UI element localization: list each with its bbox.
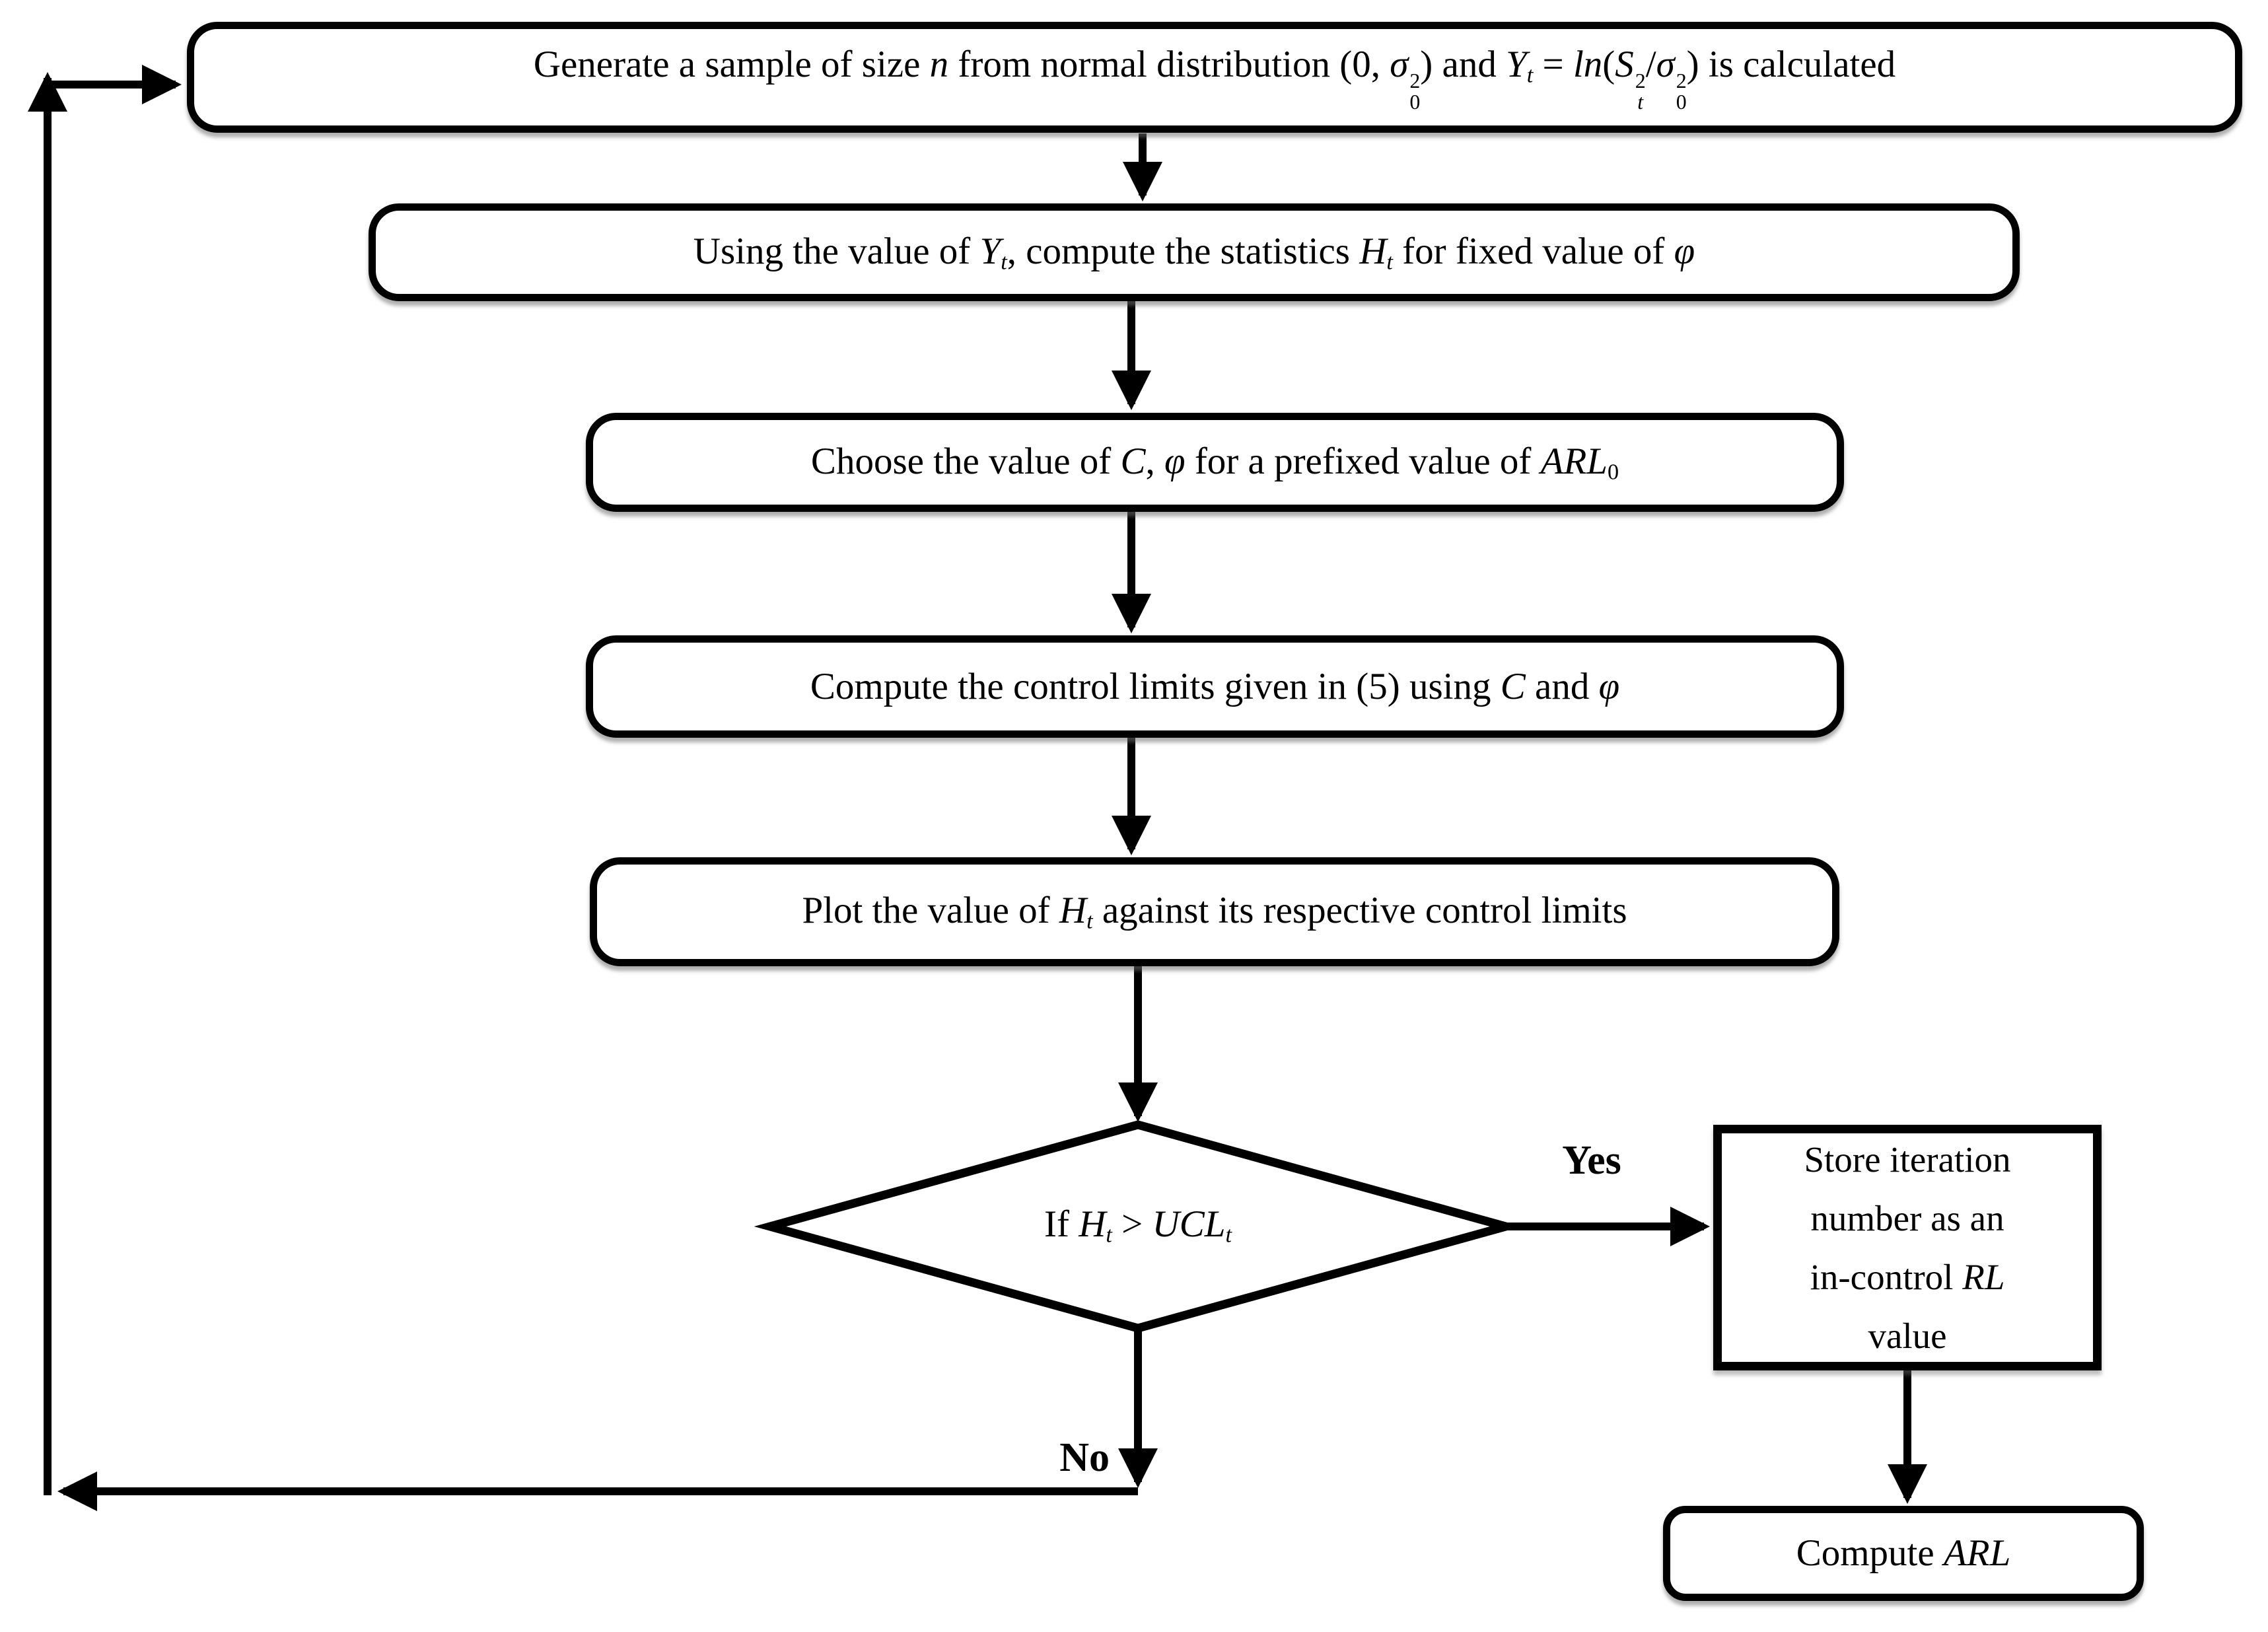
store-line-2: number as an	[1810, 1197, 2004, 1238]
store-line-3: in-control RL	[1810, 1257, 2005, 1297]
process-box-choose-c-phi: Choose the value of C, φ for a prefixed …	[586, 413, 1844, 512]
label-no: No	[1059, 1435, 1110, 1480]
process-box-plot-statistic: Plot the value of Ht against its respect…	[590, 857, 1839, 966]
store-line-1: Store iteration	[1804, 1139, 2011, 1180]
process-box-generate-sample: Generate a sample of size n from normal …	[187, 22, 2242, 133]
decision-diamond	[754, 1120, 1522, 1333]
store-line-4: value	[1868, 1316, 1947, 1357]
label-yes: Yes	[1562, 1138, 1621, 1183]
decision-diamond-text: If Ht > UCLt	[1044, 1203, 1232, 1248]
process-box-store-rl: Store iteration number as an in-control …	[1713, 1125, 2102, 1370]
process-box-compute-arl-text: Compute ARL	[1796, 1532, 2011, 1575]
process-box-compute-control-limits: Compute the control limits given in (5) …	[586, 635, 1844, 738]
process-box-plot-statistic-text: Plot the value of Ht against its respect…	[802, 890, 1627, 934]
process-box-choose-c-phi-text: Choose the value of C, φ for a prefixed …	[810, 440, 1619, 485]
process-box-store-rl-text: Store iteration number as an in-control …	[1804, 1130, 2010, 1365]
process-box-generate-sample-text: Generate a sample of size n from normal …	[533, 44, 1896, 114]
process-box-compute-statistic-text: Using the value of Yt, compute the stati…	[693, 230, 1695, 275]
process-box-compute-arl: Compute ARL	[1663, 1506, 2144, 1601]
process-box-compute-statistic: Using the value of Yt, compute the stati…	[369, 203, 2020, 301]
process-box-compute-control-limits-text: Compute the control limits given in (5) …	[810, 665, 1620, 707]
